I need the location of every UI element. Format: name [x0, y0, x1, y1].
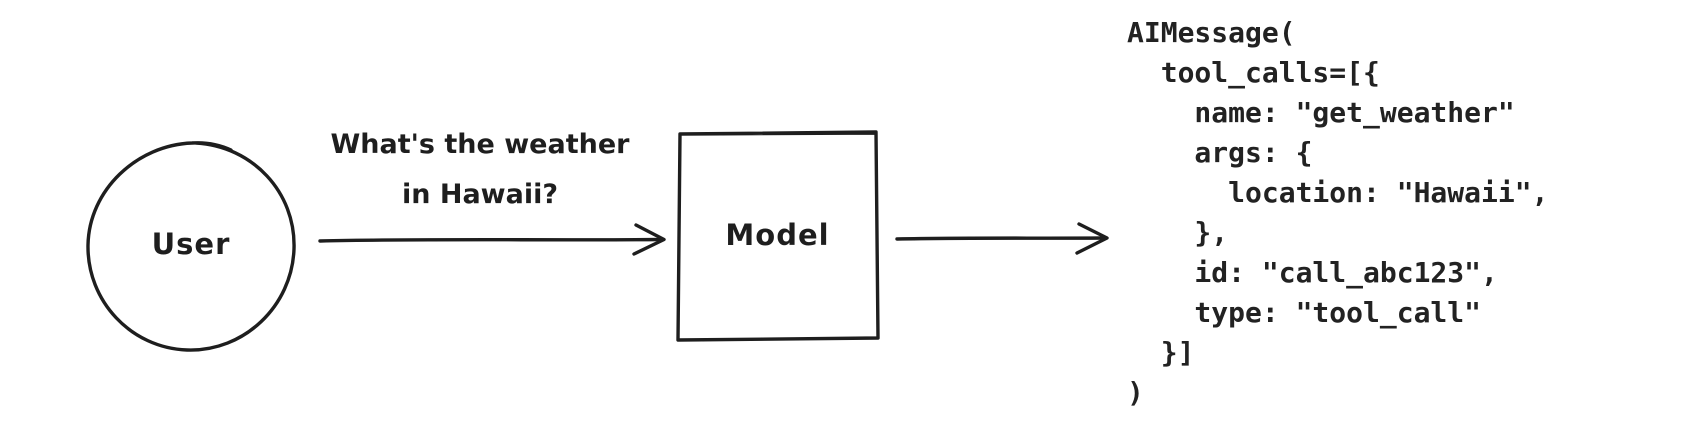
- ai-message-code-block: AIMessage( tool_calls=[{ name: "get_weat…: [1127, 13, 1548, 413]
- code-line: ): [1127, 376, 1144, 409]
- code-line: }]: [1127, 336, 1195, 369]
- user-node-label: User: [151, 227, 231, 261]
- request-message-line1: What's the weather: [330, 129, 630, 160]
- request-arrow-head: [632, 223, 666, 256]
- code-line: type: "tool_call": [1127, 296, 1482, 329]
- model-box: [676, 130, 880, 342]
- response-arrow: [895, 236, 1105, 241]
- code-line: location: "Hawaii",: [1127, 176, 1549, 209]
- code-line: name: "get_weather": [1127, 96, 1515, 129]
- user-circle: [86, 141, 296, 352]
- code-line: tool_calls=[{: [1127, 56, 1380, 89]
- code-line: args: {: [1127, 136, 1313, 169]
- code-line: AIMessage(: [1127, 16, 1296, 49]
- code-line: },: [1127, 216, 1229, 249]
- response-arrow-head: [1075, 222, 1109, 255]
- request-message-line2: in Hawaii?: [401, 179, 559, 210]
- model-node-label: Model: [725, 218, 830, 252]
- request-message-label: What's the weather in Hawaii?: [300, 120, 660, 220]
- code-line: id: "call_abc123",: [1127, 256, 1498, 289]
- request-arrow: [318, 237, 662, 243]
